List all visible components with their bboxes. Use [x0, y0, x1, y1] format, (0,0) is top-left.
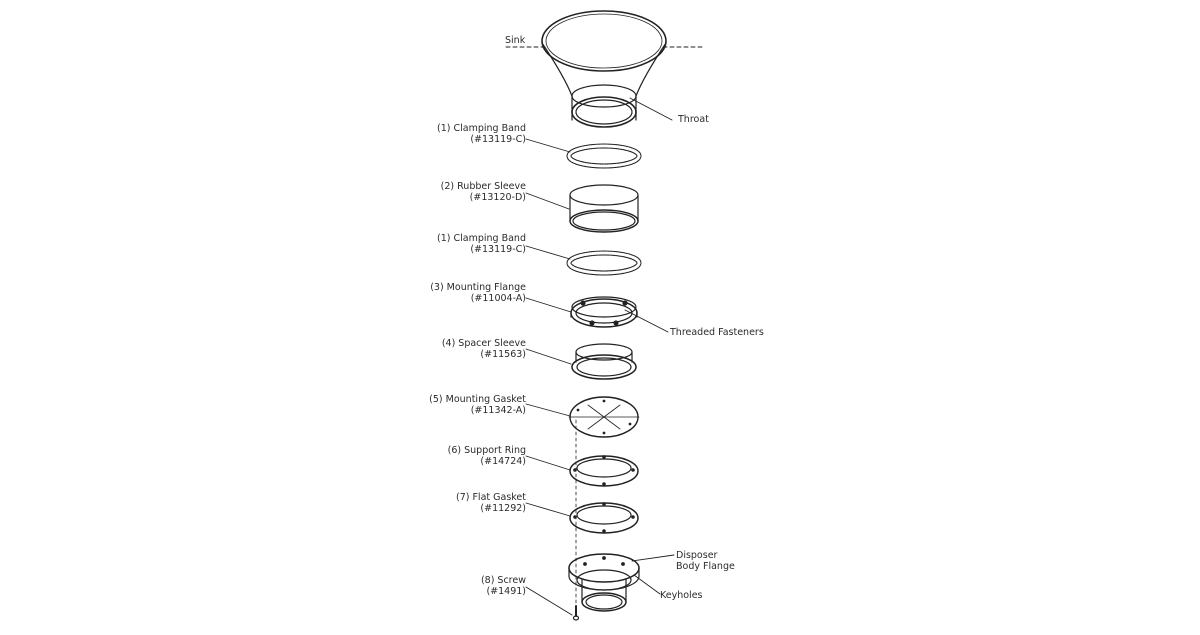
label-clamping-band-bottom: (1) Clamping Band(#13119-C) [437, 233, 526, 255]
sink-throat-part [505, 10, 703, 128]
label-mounting-flange: (3) Mounting Flange(#11004-A) [430, 282, 526, 304]
label-throat: Throat [678, 114, 709, 125]
label-clamping-band-top: (1) Clamping Band(#13119-C) [437, 123, 526, 145]
label-mounting-gasket: (5) Mounting Gasket(#11342-A) [429, 394, 526, 416]
label-screw: (8) Screw(#1491) [480, 575, 526, 597]
mounting-flange-part [525, 296, 669, 333]
label-support-ring: (6) Support Ring(#14724) [447, 445, 526, 467]
clamping-band-bottom-part [525, 245, 642, 276]
clamping-band-top-part [525, 138, 642, 169]
label-spacer-sleeve: (4) Spacer Sleeve(#11563) [441, 338, 526, 360]
label-rubber-sleeve: (2) Rubber Sleeve(#13120-D) [440, 181, 526, 203]
flat-gasket-part [525, 502, 639, 534]
label-sink: Sink [505, 35, 526, 46]
mounting-gasket-part [525, 396, 640, 438]
spacer-sleeve-part [525, 343, 637, 380]
label-keyholes: Keyholes [660, 590, 703, 601]
screw-part [525, 419, 580, 621]
label-flat-gasket: (7) Flat Gasket(#11292) [455, 492, 526, 514]
rubber-sleeve-part [525, 184, 639, 233]
support-ring-part [525, 455, 639, 487]
disposer-body-flange-part [568, 553, 675, 612]
label-threaded-fasteners: Threaded Fasteners [670, 327, 764, 338]
